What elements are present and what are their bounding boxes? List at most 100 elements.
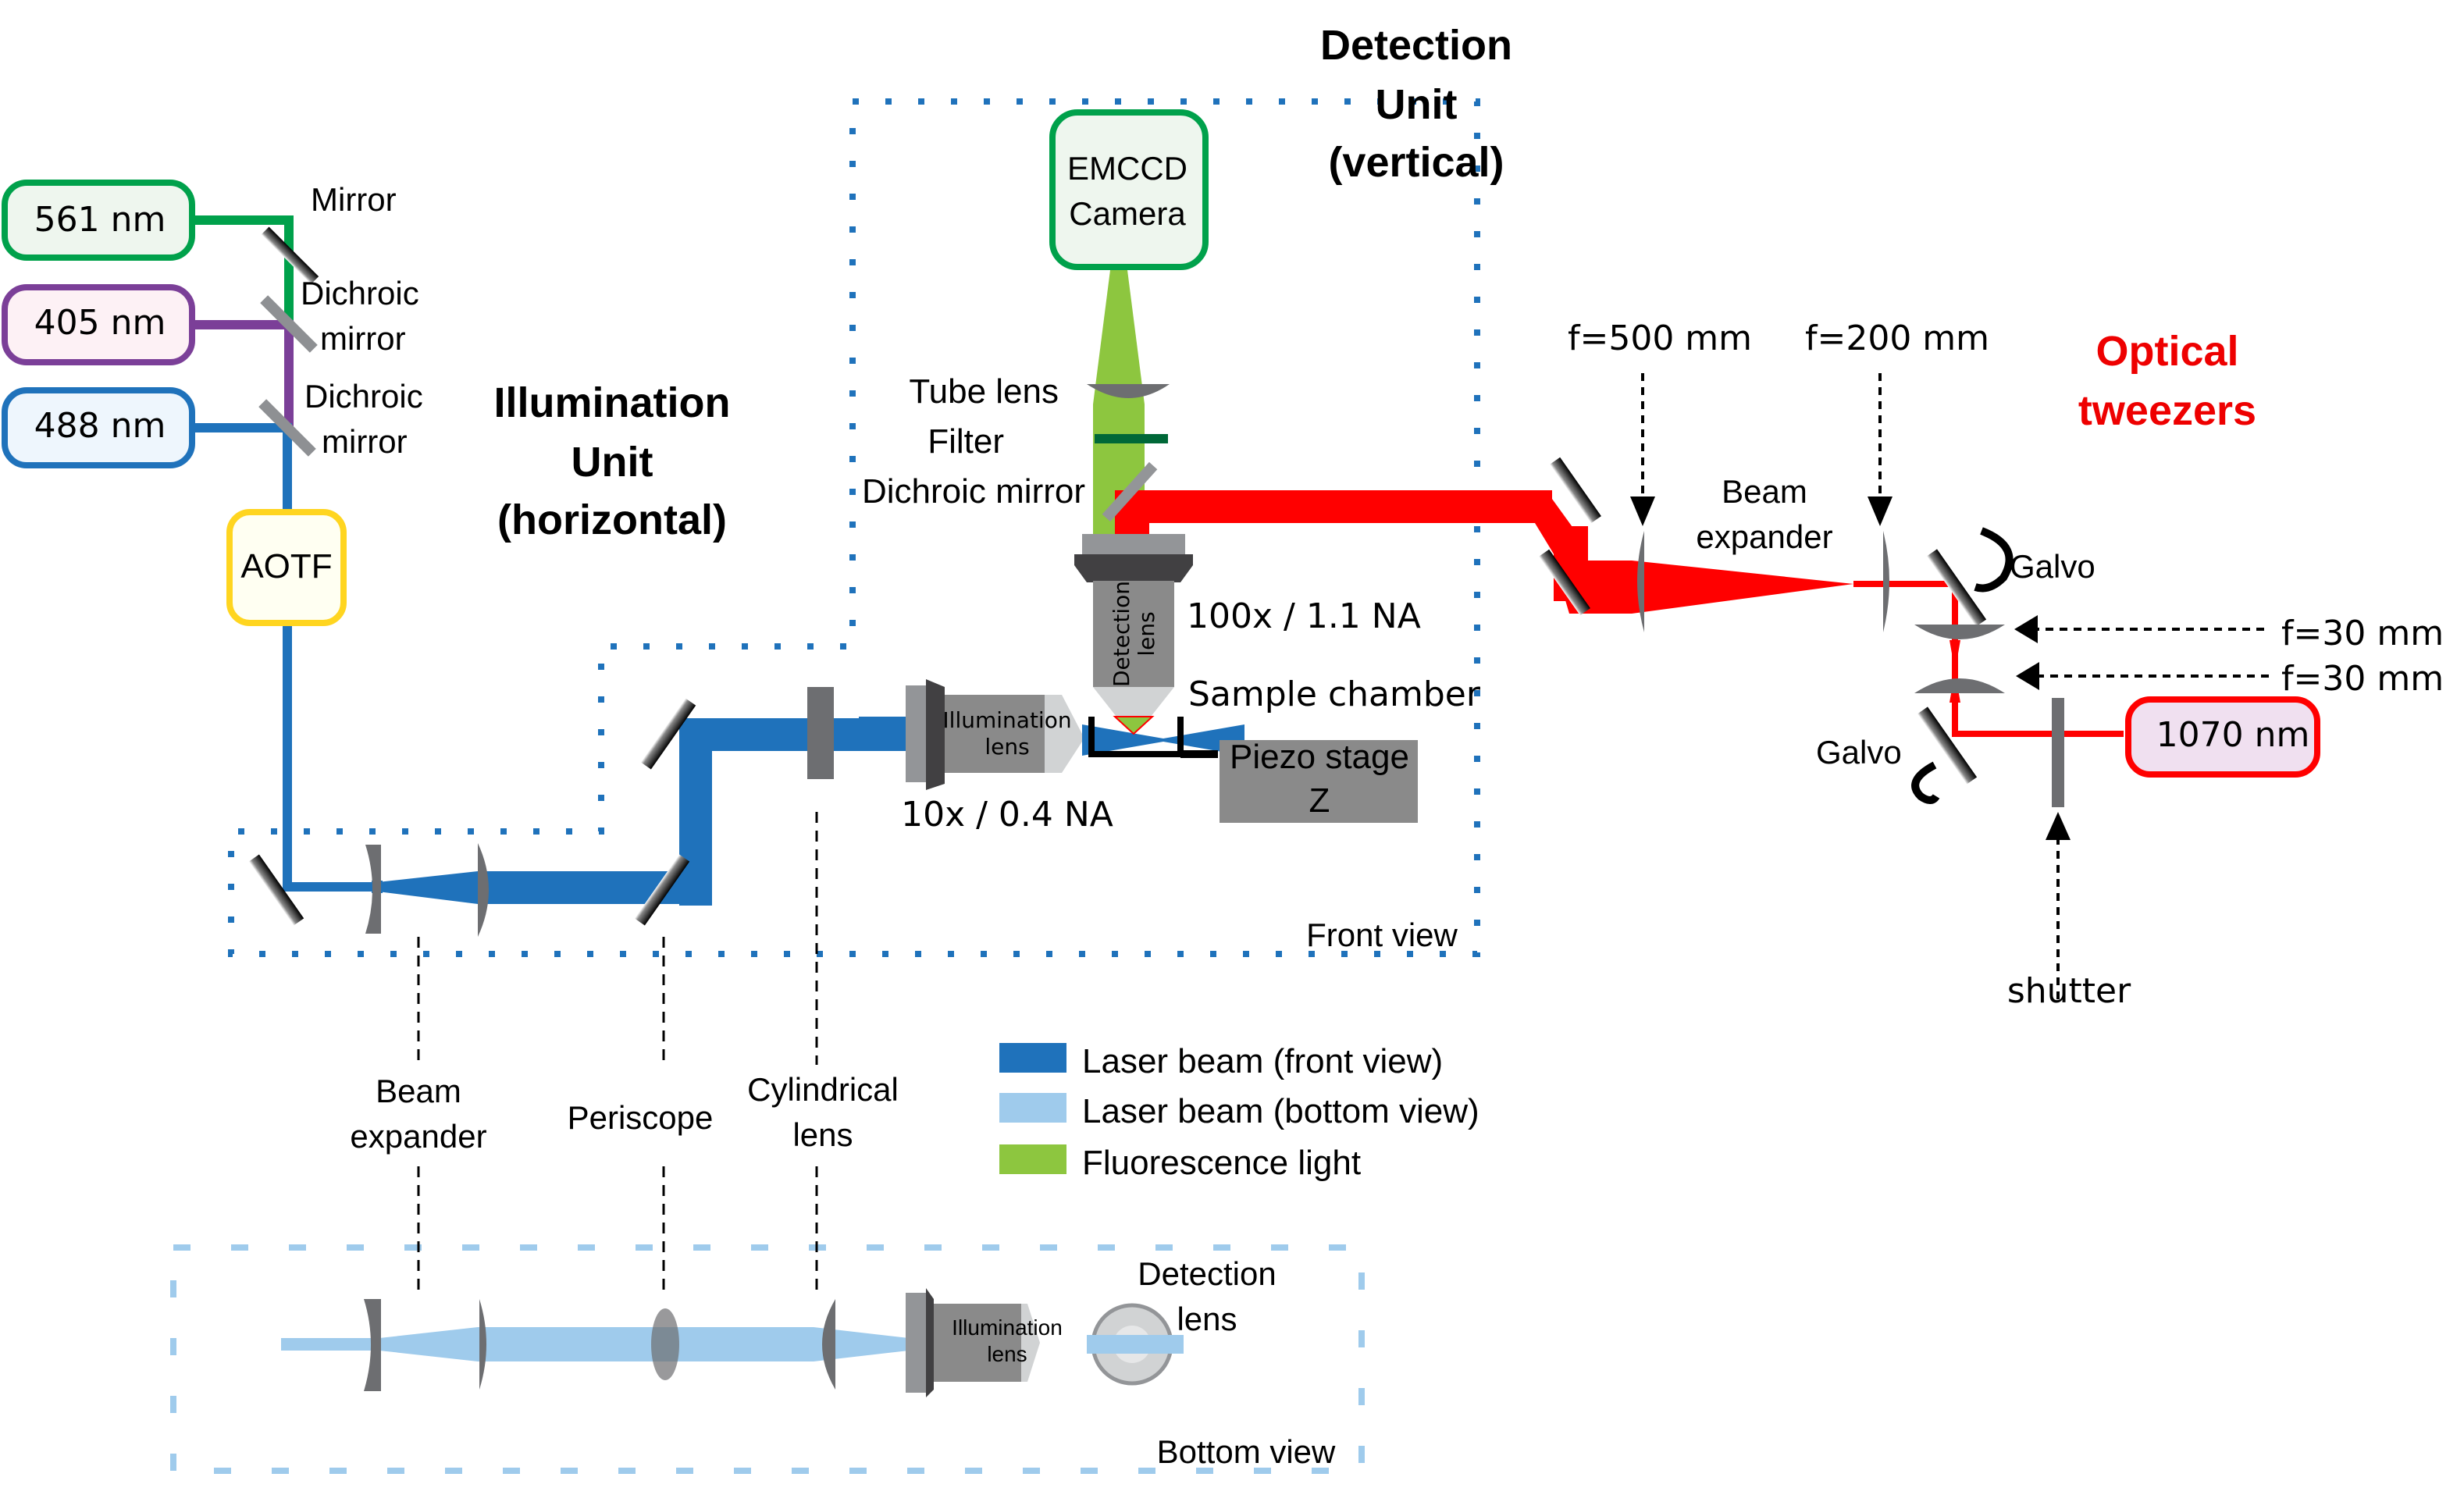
bottom-illumination-lens-label-line2: lens xyxy=(987,1342,1027,1366)
laser-561-label: 561 nm xyxy=(34,200,166,240)
galvo-mirror-upper-icon xyxy=(1926,549,1987,627)
illumination-na-label: 10x / 0.4 NA xyxy=(901,795,1113,835)
bottom-periscope-lens-icon xyxy=(651,1308,679,1380)
illumination-mirror-icon xyxy=(248,854,304,926)
bottom-detection-lens-label-line2: lens xyxy=(1177,1301,1237,1337)
legend-item: Laser beam (bottom view) xyxy=(999,1092,1479,1130)
periscope-callout: Periscope xyxy=(568,1099,714,1136)
dichroic-mirror-icon xyxy=(260,295,318,353)
laser-405nm: 405 nm xyxy=(2,284,195,365)
laser-488-label: 488 nm xyxy=(34,406,166,446)
legend-item: Laser beam (front view) xyxy=(999,1042,1443,1080)
legend-swatch-front xyxy=(999,1043,1066,1073)
detection-objective: Detection lens xyxy=(1074,534,1193,735)
shutter-label: shutter xyxy=(2007,971,2131,1011)
legend-swatch-bottom xyxy=(999,1093,1066,1123)
galvo-rotation-arrow-icon xyxy=(1974,527,2014,593)
laser-405-label: 405 nm xyxy=(34,303,166,343)
galvo-rotation-arrow-icon xyxy=(1911,761,1940,804)
f30-a-label: f=30 mm xyxy=(2281,614,2444,653)
front-view-boundary xyxy=(228,98,1480,957)
camera-label-line1: EMCCD xyxy=(1067,150,1187,187)
dichroic-2-label-line2: mirror xyxy=(322,423,408,460)
beam-expander-callout-line2: expander xyxy=(350,1118,486,1155)
ot-lens-f30-b-icon xyxy=(1914,678,2005,693)
filter-icon xyxy=(1095,434,1168,443)
galvo-bottom-label: Galvo xyxy=(1816,734,1902,771)
dichroic-det-label: Dichroic mirror xyxy=(862,472,1085,511)
aotf-label: AOTF xyxy=(240,547,332,585)
dichroic-1-label-line2: mirror xyxy=(320,320,406,357)
cylindrical-lens-callout-line2: lens xyxy=(792,1116,853,1153)
ot-beam-expander-label-line2: expander xyxy=(1696,518,1832,555)
galvo-top-label: Galvo xyxy=(2010,548,2095,585)
mirror-label: Mirror xyxy=(311,181,397,218)
dichroic-2-label-line1: Dichroic xyxy=(304,378,423,415)
detection-unit-title-line2: Unit xyxy=(1376,81,1458,128)
bottom-cylindrical-lens-icon xyxy=(822,1299,835,1390)
legend-label: Fluorescence light xyxy=(1082,1144,1361,1182)
optical-tweezers-title-line2: tweezers xyxy=(2078,387,2256,434)
legend-label: Laser beam (front view) xyxy=(1082,1042,1443,1080)
bottom-detection-lens xyxy=(1087,1303,1184,1386)
concave-lens-icon xyxy=(365,845,381,934)
tube-lens-icon xyxy=(1087,384,1170,398)
filter-label: Filter xyxy=(928,422,1004,461)
illumination-lens-label-line2: lens xyxy=(985,734,1029,760)
ot-mirror-lower-icon xyxy=(1539,549,1590,616)
cylindrical-lens-icon xyxy=(807,687,834,779)
ot-beam-expander-label-line1: Beam xyxy=(1722,473,1807,510)
optical-tweezers-title: Optical tweezers xyxy=(2078,328,2256,434)
illumination-lens-label-line1: Illumination xyxy=(942,707,1071,733)
detection-unit-title-line1: Detection xyxy=(1320,22,1512,69)
detection-lens-label-line2: lens xyxy=(1134,611,1159,656)
laser-1070nm: 1070 nm xyxy=(2125,696,2320,778)
legend: Laser beam (front view) Laser beam (bott… xyxy=(999,1042,1479,1182)
detection-dichroic-icon xyxy=(1102,461,1158,522)
camera-label-line2: Camera xyxy=(1069,195,1186,232)
f30-b-label: f=30 mm xyxy=(2281,659,2444,699)
legend-label: Laser beam (bottom view) xyxy=(1082,1092,1479,1130)
illumination-unit-title: Illumination Unit (horizontal) xyxy=(494,379,731,543)
sample-chamber-label: Sample chamber xyxy=(1188,674,1481,714)
illumination-beam-front xyxy=(372,709,1015,906)
laser-561nm: 561 nm xyxy=(2,180,195,261)
aotf-box: AOTF xyxy=(226,509,347,626)
optical-tweezers-title-line1: Optical xyxy=(2095,328,2238,375)
laser-488nm: 488 nm xyxy=(2,387,195,468)
bottom-illumination-lens-label-line1: Illumination xyxy=(952,1315,1063,1340)
light-sheet xyxy=(1082,724,1244,756)
bottom-convex-lens-icon xyxy=(479,1299,486,1390)
mirror-icon xyxy=(261,226,319,285)
ot-mirror-upper-icon xyxy=(1550,457,1601,524)
illumination-objective: Illumination lens xyxy=(906,679,1082,790)
detection-na-label: 100x / 1.1 NA xyxy=(1187,596,1421,636)
ir-beam-main xyxy=(1115,490,2124,737)
bottom-concave-lens-icon xyxy=(364,1299,381,1391)
dichroic-mirror-icon xyxy=(258,399,316,457)
detection-unit-title-line3: (vertical) xyxy=(1328,139,1504,186)
callout-arrowheads xyxy=(1630,497,2071,840)
view-connector-lines xyxy=(417,812,818,1290)
illumination-unit-title-line3: (horizontal) xyxy=(497,497,727,543)
ot-lens-f30-a-icon xyxy=(1914,625,2005,639)
bottom-view-boundary xyxy=(170,1244,1365,1474)
f200-label: f=200 mm xyxy=(1805,319,1989,358)
laser-1070-label: 1070 nm xyxy=(2156,715,2310,755)
ot-lens-f500-icon xyxy=(1637,531,1644,632)
illumination-unit-title-line2: Unit xyxy=(571,439,653,486)
ot-lens-f200-icon xyxy=(1883,531,1889,632)
f500-label: f=500 mm xyxy=(1568,319,1752,358)
detection-unit-title: Detection Unit (vertical) xyxy=(1320,22,1512,186)
sample-chamber xyxy=(1088,717,1218,758)
emccd-camera: EMCCD Camera xyxy=(1049,109,1209,270)
periscope-lower-mirror-icon xyxy=(634,854,690,926)
piezo-label-line1: Piezo stage xyxy=(1230,738,1409,776)
bottom-view-label: Bottom view xyxy=(1157,1433,1336,1470)
cylindrical-lens-callout-line1: Cylindrical xyxy=(747,1071,899,1108)
tube-lens-label: Tube lens xyxy=(909,372,1059,411)
legend-swatch-fluorescence xyxy=(999,1144,1066,1174)
beam-expander-callout-line1: Beam xyxy=(376,1073,461,1109)
convex-lens-icon xyxy=(478,843,489,937)
